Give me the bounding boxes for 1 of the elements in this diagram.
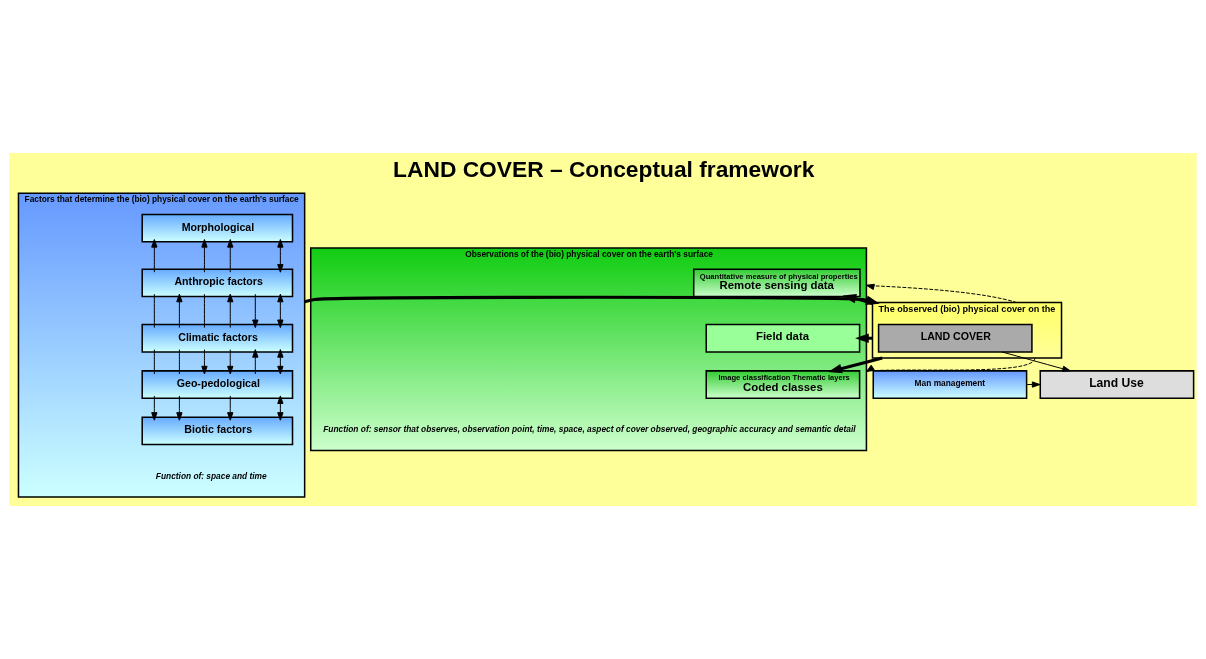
- diagram-title: LAND COVER – Conceptual framework: [393, 155, 815, 182]
